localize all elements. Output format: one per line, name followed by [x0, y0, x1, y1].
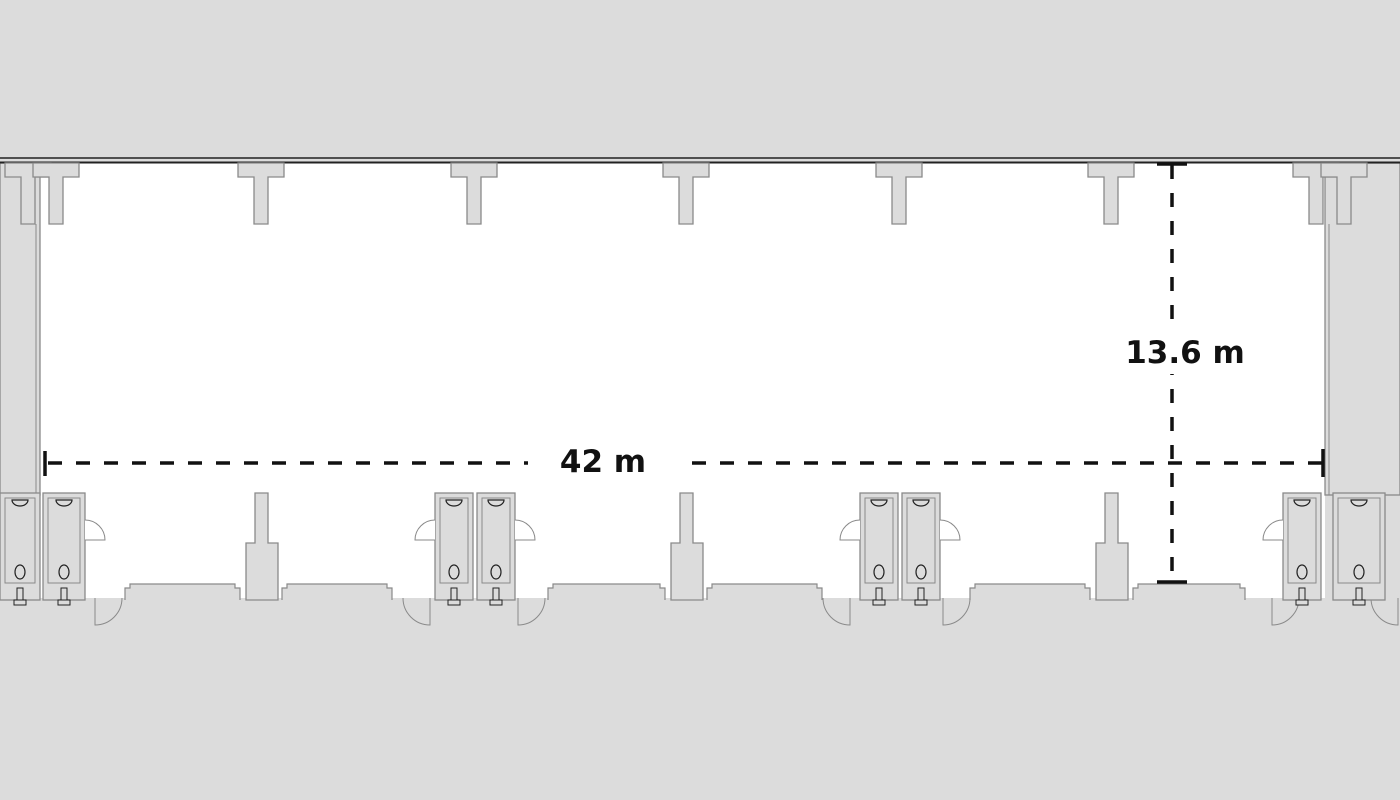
toilet-icon	[490, 564, 502, 580]
pipe	[16, 587, 24, 601]
door-swing	[839, 519, 861, 541]
pipe	[917, 587, 925, 601]
pipe-base	[914, 599, 928, 606]
pipe-base	[872, 599, 886, 606]
toilet-icon	[448, 564, 460, 580]
depth-dimension-label: 13.6 m	[1125, 335, 1245, 371]
window-ledge	[706, 583, 823, 600]
pipe	[492, 587, 500, 601]
pipe	[1298, 587, 1306, 601]
sink-icon	[445, 499, 463, 507]
pipe-base	[489, 599, 503, 606]
stall-inner	[4, 497, 36, 584]
pipe	[450, 587, 458, 601]
sink-icon	[55, 499, 73, 507]
pipe	[875, 587, 883, 601]
door-swing	[414, 519, 436, 541]
column	[32, 162, 80, 225]
sink-icon	[1293, 499, 1311, 507]
pipe	[60, 587, 68, 601]
toilet-icon	[1296, 564, 1308, 580]
window-ledge	[547, 583, 666, 600]
pipe-base	[1295, 599, 1309, 606]
door-swing	[942, 597, 971, 626]
pipe-base	[1352, 599, 1366, 606]
door-swing	[1262, 519, 1284, 541]
door-swing	[822, 597, 851, 626]
door-swing	[517, 597, 546, 626]
column	[1320, 162, 1368, 225]
sink-icon	[870, 499, 888, 507]
toilet-icon	[915, 564, 927, 580]
stall-inner	[864, 497, 894, 584]
column	[450, 162, 498, 225]
stall-inner	[1287, 497, 1317, 584]
sink-icon	[912, 499, 930, 507]
door-swing	[514, 519, 536, 541]
sink-icon	[11, 499, 29, 507]
right-wall	[1324, 162, 1400, 496]
window-ledge	[1132, 583, 1246, 600]
window-ledge	[969, 583, 1091, 600]
door-swing	[94, 597, 123, 626]
pier	[670, 492, 704, 601]
door-swing	[402, 597, 431, 626]
stall-inner	[481, 497, 511, 584]
pier	[1095, 492, 1129, 601]
stall-inner	[439, 497, 469, 584]
stall-inner	[47, 497, 81, 584]
toilet-icon	[1353, 564, 1365, 580]
pipe-base	[447, 599, 461, 606]
door-swing	[84, 519, 106, 541]
toilet-icon	[58, 564, 70, 580]
door-swing	[1370, 597, 1399, 626]
toilet-icon	[14, 564, 26, 580]
sink-icon	[487, 499, 505, 507]
column	[875, 162, 923, 225]
stall-inner	[1337, 497, 1381, 584]
window-ledge	[124, 583, 241, 600]
sink-icon	[1350, 499, 1368, 507]
label-gap	[1128, 328, 1240, 374]
pipe-base	[13, 599, 27, 606]
pipe	[1355, 587, 1363, 601]
column	[662, 162, 710, 225]
label-gap	[528, 440, 678, 484]
pier	[245, 492, 279, 601]
width-dimension-label: 42 m	[560, 444, 646, 480]
column	[1087, 162, 1135, 225]
toilet-icon	[873, 564, 885, 580]
pipe-base	[57, 599, 71, 606]
door-swing	[939, 519, 961, 541]
column	[237, 162, 285, 225]
stall-inner	[906, 497, 936, 584]
window-ledge	[281, 583, 393, 600]
lower-corridor	[0, 598, 1400, 800]
top-exterior	[0, 0, 1400, 158]
